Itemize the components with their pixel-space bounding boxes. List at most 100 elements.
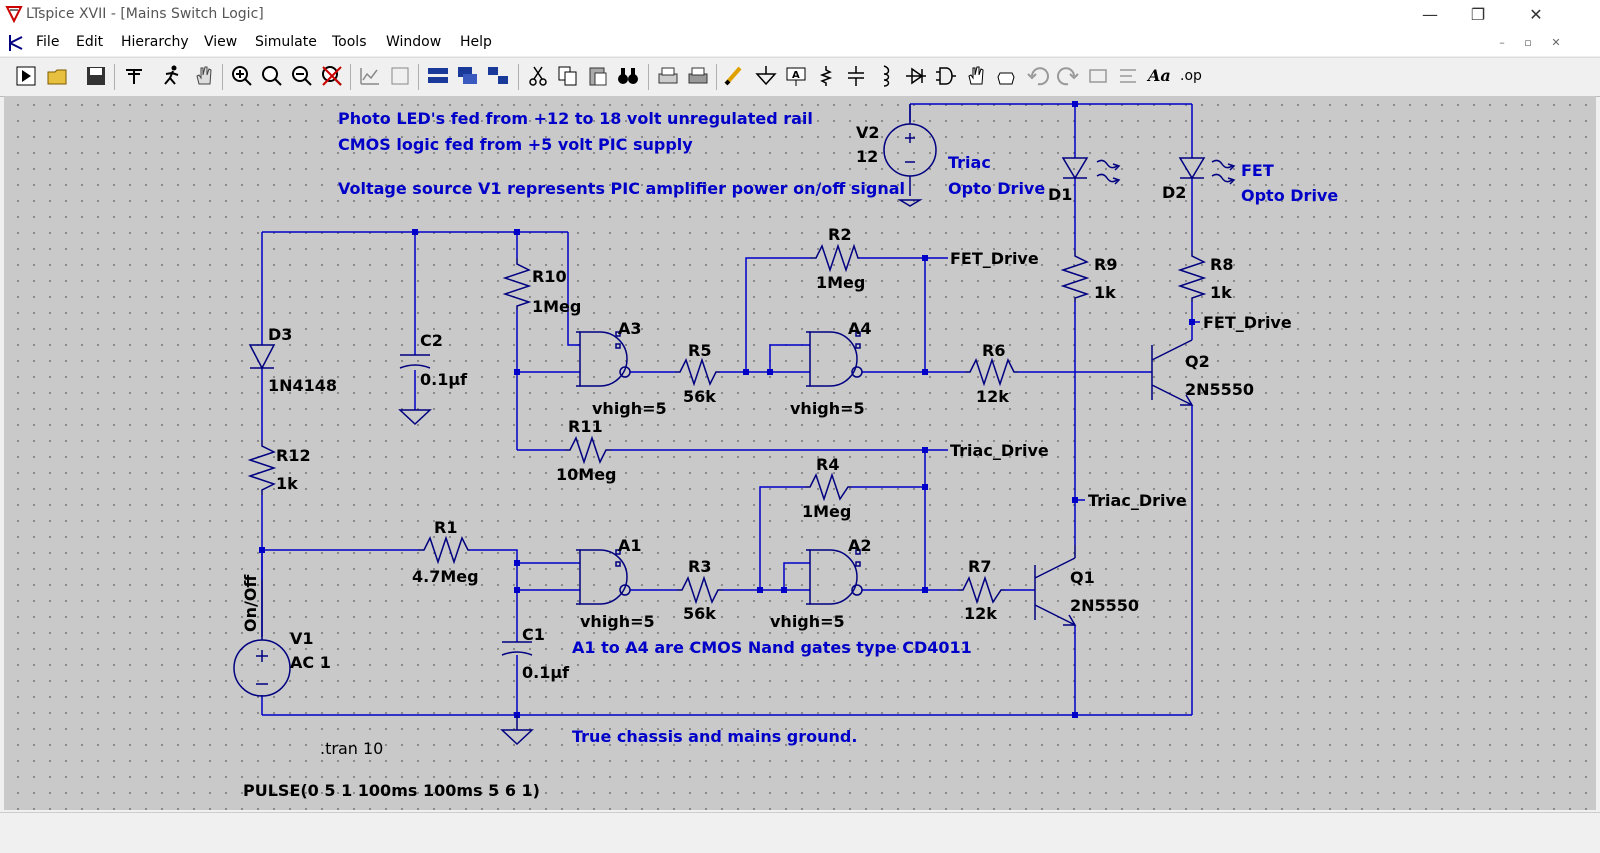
wires	[261, 103, 1200, 716]
diode-icon[interactable]	[904, 64, 928, 88]
save-icon[interactable]	[84, 64, 108, 88]
undo-icon[interactable]	[1026, 64, 1050, 88]
r9-value: 1k	[1094, 283, 1116, 302]
run-sim-icon[interactable]	[160, 64, 184, 88]
ground-icon[interactable]	[754, 64, 778, 88]
minimize-button[interactable]: —	[1422, 5, 1438, 24]
resistor-r9[interactable]	[1060, 250, 1090, 302]
nand-gate-a2[interactable]	[806, 549, 863, 605]
led-d2[interactable]	[1178, 157, 1206, 180]
schematic-canvas[interactable]: V2 12 D1 D2 D3 1N4148 R9 1k R8 1k R10 1M…	[4, 96, 1596, 810]
resistor-r3[interactable]	[677, 575, 723, 605]
restore-button[interactable]: ❐	[1470, 5, 1486, 24]
a4-name: A4	[848, 319, 872, 338]
pan-icon[interactable]	[192, 64, 216, 88]
v1-name: V1	[290, 629, 314, 648]
d3-value: 1N4148	[268, 376, 337, 395]
text-icon[interactable]: Aa	[1148, 66, 1171, 85]
mdi-minimize-button[interactable]: –	[1499, 36, 1505, 49]
resistor-r12[interactable]	[247, 440, 277, 495]
close-button[interactable]: ✕	[1529, 5, 1543, 24]
directive-pulse[interactable]: PULSE(0 5 1 100ms 100ms 5 6 1)	[243, 781, 540, 800]
a2-name: A2	[848, 536, 872, 555]
component-labels: V2 12 D1 D2 D3 1N4148 R9 1k R8 1k R10 1M…	[268, 123, 1254, 682]
mdi-close-button[interactable]: ✕	[1551, 36, 1561, 49]
voltage-source-v1[interactable]	[233, 639, 291, 697]
nand-gate-a4[interactable]	[806, 331, 863, 387]
c1-value: 0.1µf	[522, 663, 570, 682]
grid-toggle-icon[interactable]	[388, 64, 412, 88]
r4-value: 1Meg	[802, 502, 851, 521]
open-icon[interactable]	[46, 64, 70, 88]
menu-simulate[interactable]: Simulate	[255, 34, 317, 50]
note-voltage-source: Voltage source V1 represents PIC amplifi…	[338, 179, 905, 198]
menu-view[interactable]: View	[204, 34, 238, 50]
component-icon[interactable]	[934, 64, 958, 88]
resistor-r8[interactable]	[1177, 250, 1207, 302]
control-panel-icon[interactable]	[122, 64, 146, 88]
draw-wire-icon[interactable]	[722, 64, 746, 88]
capacitor-icon[interactable]	[844, 64, 868, 88]
capacitor-c1[interactable]	[501, 641, 533, 656]
rotate-icon[interactable]	[1086, 64, 1110, 88]
menu-hierarchy[interactable]: Hierarchy	[121, 34, 189, 50]
menu-tools[interactable]: Tools	[332, 34, 367, 50]
window-icon[interactable]	[486, 64, 510, 88]
autorange-icon[interactable]	[358, 64, 382, 88]
zoom-out-icon[interactable]	[290, 64, 314, 88]
note-gates: A1 to A4 are CMOS Nand gates type CD4011	[572, 638, 972, 657]
label-net-icon[interactable]: A	[784, 64, 808, 88]
resistor-r4[interactable]	[805, 472, 852, 502]
run-icon[interactable]	[14, 64, 38, 88]
menu-help[interactable]: Help	[460, 34, 492, 50]
cascade-icon[interactable]	[456, 64, 480, 88]
directive-tran[interactable]: .tran 10	[320, 739, 383, 758]
cut-icon[interactable]	[526, 64, 550, 88]
menu-window[interactable]: Window	[386, 34, 442, 50]
ltspice-app-icon[interactable]	[5, 5, 23, 23]
redo-icon[interactable]	[1056, 64, 1080, 88]
mirror-icon[interactable]	[1116, 64, 1140, 88]
capacitor-c2[interactable]	[399, 354, 431, 369]
transistor-q1[interactable]	[1034, 545, 1077, 626]
r1-value: 4.7Meg	[412, 567, 479, 586]
nand-gate-a3[interactable]	[576, 331, 631, 387]
move-icon[interactable]	[964, 64, 988, 88]
resistor-r2[interactable]	[810, 243, 860, 273]
led-d1[interactable]	[1061, 157, 1089, 180]
note-fet-2: Opto Drive	[1241, 186, 1338, 205]
r12-value: 1k	[276, 474, 298, 493]
inductor-icon[interactable]	[874, 64, 898, 88]
spice-directive-icon[interactable]: .op	[1180, 68, 1202, 84]
resistor-r5[interactable]	[675, 357, 720, 387]
diode-d3[interactable]	[248, 344, 276, 370]
voltage-source-v2[interactable]	[883, 123, 937, 177]
find-icon[interactable]	[616, 64, 640, 88]
resistor-r10[interactable]	[502, 258, 532, 310]
resistor-r7[interactable]	[958, 575, 1005, 605]
nand-gate-a1[interactable]	[576, 549, 631, 605]
print-preview-icon[interactable]	[656, 64, 680, 88]
print-icon[interactable]	[686, 64, 710, 88]
resistor-r11[interactable]	[565, 435, 612, 465]
mdi-restore-button[interactable]: ▫	[1524, 36, 1532, 49]
zoom-cancel-icon[interactable]	[320, 64, 344, 88]
zoom-fit-icon[interactable]	[260, 64, 284, 88]
menu-file[interactable]: File	[36, 34, 60, 50]
resistor-r1[interactable]	[418, 535, 470, 565]
zoom-in-icon[interactable]	[230, 64, 254, 88]
tile-icon[interactable]	[426, 64, 450, 88]
r7-name: R7	[968, 557, 991, 576]
note-ground: True chassis and mains ground.	[572, 727, 857, 746]
drag-icon[interactable]	[994, 64, 1018, 88]
copy-icon[interactable]	[556, 64, 580, 88]
transistor-q2[interactable]	[1151, 339, 1194, 406]
paste-icon[interactable]	[586, 64, 610, 88]
resistor-icon[interactable]	[814, 64, 838, 88]
schematic-drawing: V2 12 D1 D2 D3 1N4148 R9 1k R8 1k R10 1M…	[233, 101, 1338, 800]
note-triac-1: Triac	[948, 153, 991, 172]
schematic-doc-icon[interactable]	[6, 33, 26, 53]
r2-value: 1Meg	[816, 273, 865, 292]
menu-edit[interactable]: Edit	[76, 34, 104, 50]
resistor-r6[interactable]	[965, 357, 1018, 387]
